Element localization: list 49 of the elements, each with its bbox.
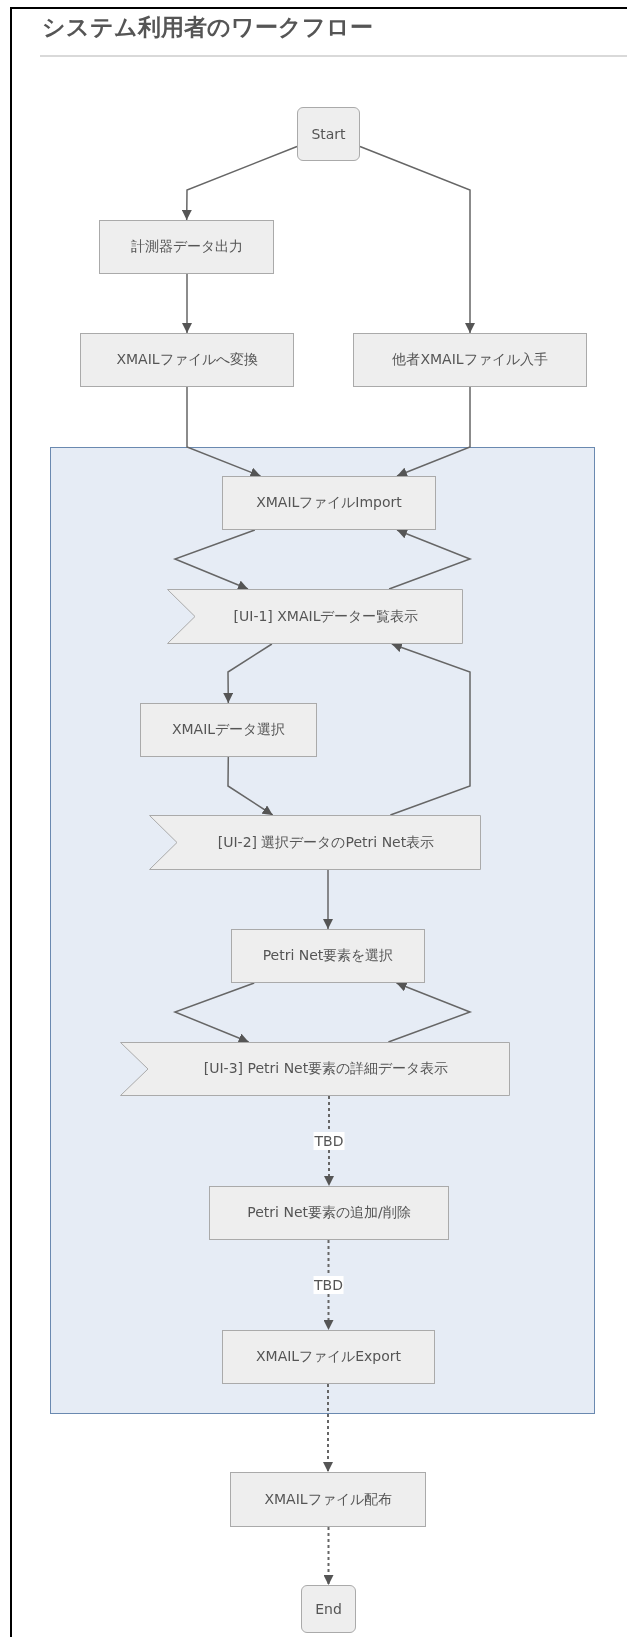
arrow: [323, 869, 333, 930]
node-label: Petri Net要素の追加/削除: [247, 1204, 411, 1222]
process-box: [231, 929, 425, 983]
arrow: [359, 145, 475, 334]
node-label: [UI-2] 選択データのPetri Net表示: [217, 833, 435, 852]
node-label: [UI-3] Petri Net要素の詳細データ表示: [203, 1060, 449, 1078]
process-box: [99, 220, 274, 274]
edge-label: TBD: [313, 1132, 345, 1150]
node-label: 他者XMAILファイル入手: [392, 351, 548, 369]
edge-label: TBD: [313, 1276, 344, 1294]
process-box: [230, 1472, 426, 1527]
arrow: [172, 529, 256, 590]
arrow: [323, 1239, 334, 1331]
process-box: [222, 1330, 435, 1384]
process-box: [209, 1186, 449, 1240]
arrow: [389, 642, 471, 816]
node-label: XMAILファイルExport: [256, 1348, 401, 1366]
node-label: XMAILファイル配布: [264, 1490, 392, 1509]
terminal-box: [301, 1585, 356, 1633]
node-label: Start: [311, 126, 346, 142]
arrow: [323, 1526, 334, 1586]
node-label: Petri Net要素を選択: [262, 947, 394, 965]
process-box: [140, 703, 317, 757]
arrow: [186, 386, 262, 477]
node-label: XMAILファイルへ変換: [116, 351, 258, 369]
node-label: 計測器データ出力: [130, 238, 243, 256]
arrow: [396, 386, 471, 477]
arrow: [172, 982, 255, 1043]
group-panel: [50, 447, 595, 1414]
arrow: [387, 982, 473, 1043]
node-label: [UI-1] XMAILデーター覧表示: [233, 607, 419, 626]
node-label: XMAILデータ選択: [171, 721, 286, 739]
arrow: [223, 643, 273, 704]
terminal-box: [297, 107, 360, 161]
arrow: [182, 273, 192, 334]
arrow: [388, 529, 473, 590]
display-flag: [167, 589, 463, 644]
arrow: [227, 756, 274, 816]
process-box: [80, 333, 294, 387]
process-box: [222, 476, 436, 530]
arrow: [323, 1383, 333, 1473]
arrow: [181, 145, 298, 221]
node-label: End: [315, 1601, 342, 1617]
display-flag: [149, 815, 481, 870]
arrow: [324, 1095, 334, 1187]
diagram-title: システム利用者のワークフロー: [42, 13, 373, 42]
process-box: [353, 333, 587, 387]
display-flag: [120, 1042, 510, 1096]
node-label: XMAILファイルImport: [256, 494, 402, 512]
